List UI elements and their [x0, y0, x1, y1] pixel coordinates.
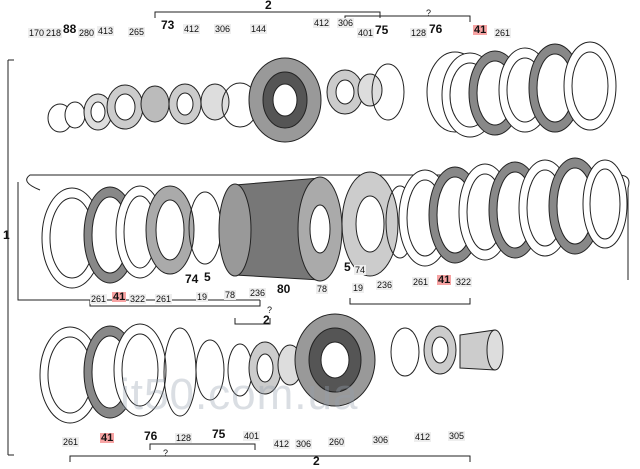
callout-label: 412	[313, 18, 331, 28]
callout-label: 76	[144, 429, 158, 443]
callout-label: 73	[161, 18, 175, 32]
callout-label: 5	[204, 270, 211, 284]
callout-label: 74	[354, 265, 367, 275]
callout-label: 2	[313, 454, 320, 468]
callout-label: 19	[196, 292, 209, 302]
callout-label: 144	[250, 24, 268, 34]
callout-label-highlight: 41	[112, 291, 127, 303]
callout-label: 306	[295, 439, 313, 449]
bracket-bot-q	[149, 443, 256, 450]
callout-label: 5	[344, 260, 351, 274]
callout-label: 261	[90, 294, 108, 304]
callout-label: 306	[214, 24, 232, 34]
callout-label: 78	[316, 284, 329, 294]
callout-label: ?	[267, 305, 273, 315]
callout-label: 78	[224, 290, 237, 300]
bracket-top-2	[154, 11, 381, 18]
callout-label: ?	[426, 8, 432, 18]
bracket-top-q	[344, 15, 471, 22]
callout-label: 305	[448, 431, 466, 441]
callout-label: 261	[494, 28, 512, 38]
callout-label: 261	[412, 277, 430, 287]
callout-label: 88	[63, 22, 77, 36]
callout-label: 80	[277, 282, 291, 296]
callout-label: 412	[414, 432, 432, 442]
callout-label: 401	[357, 28, 375, 38]
callout-label: 19	[352, 283, 365, 293]
callout-label: 261	[62, 437, 80, 447]
callout-label: 401	[243, 431, 261, 441]
callout-label: 236	[249, 288, 267, 298]
bracket-bot-2	[69, 455, 471, 462]
callout-label: 2	[265, 0, 272, 12]
callout-label: 280	[78, 28, 96, 38]
callout-label: 260	[328, 437, 346, 447]
callout-label: 412	[273, 439, 291, 449]
callout-label: 412	[183, 24, 201, 34]
callout-label: 1	[3, 228, 10, 242]
callout-label: 306	[372, 435, 390, 445]
callout-label: 322	[129, 294, 147, 304]
callout-label: 265	[128, 27, 146, 37]
callout-label: 218	[45, 28, 63, 38]
callout-label-highlight: 41	[100, 432, 115, 444]
callout-label: 413	[97, 26, 115, 36]
callout-label: 2	[263, 313, 270, 327]
callout-label: 75	[375, 23, 389, 37]
callout-label: 170	[28, 28, 46, 38]
frame-middle	[17, 182, 260, 301]
callout-label: 74	[185, 272, 199, 286]
callout-label: ?	[163, 448, 169, 458]
callout-label-highlight: 41	[473, 24, 488, 36]
callout-label: 236	[376, 280, 394, 290]
callout-label: 306	[337, 18, 355, 28]
callout-label: 76	[429, 22, 443, 36]
callout-label: 75	[212, 427, 226, 441]
callout-label: 128	[175, 433, 193, 443]
callout-label: 322	[455, 277, 473, 287]
callout-label-highlight: 41	[437, 274, 452, 286]
callout-label: 128	[410, 28, 428, 38]
callout-label: 261	[155, 294, 173, 304]
watermark-text: it50.com.ua	[120, 370, 359, 419]
